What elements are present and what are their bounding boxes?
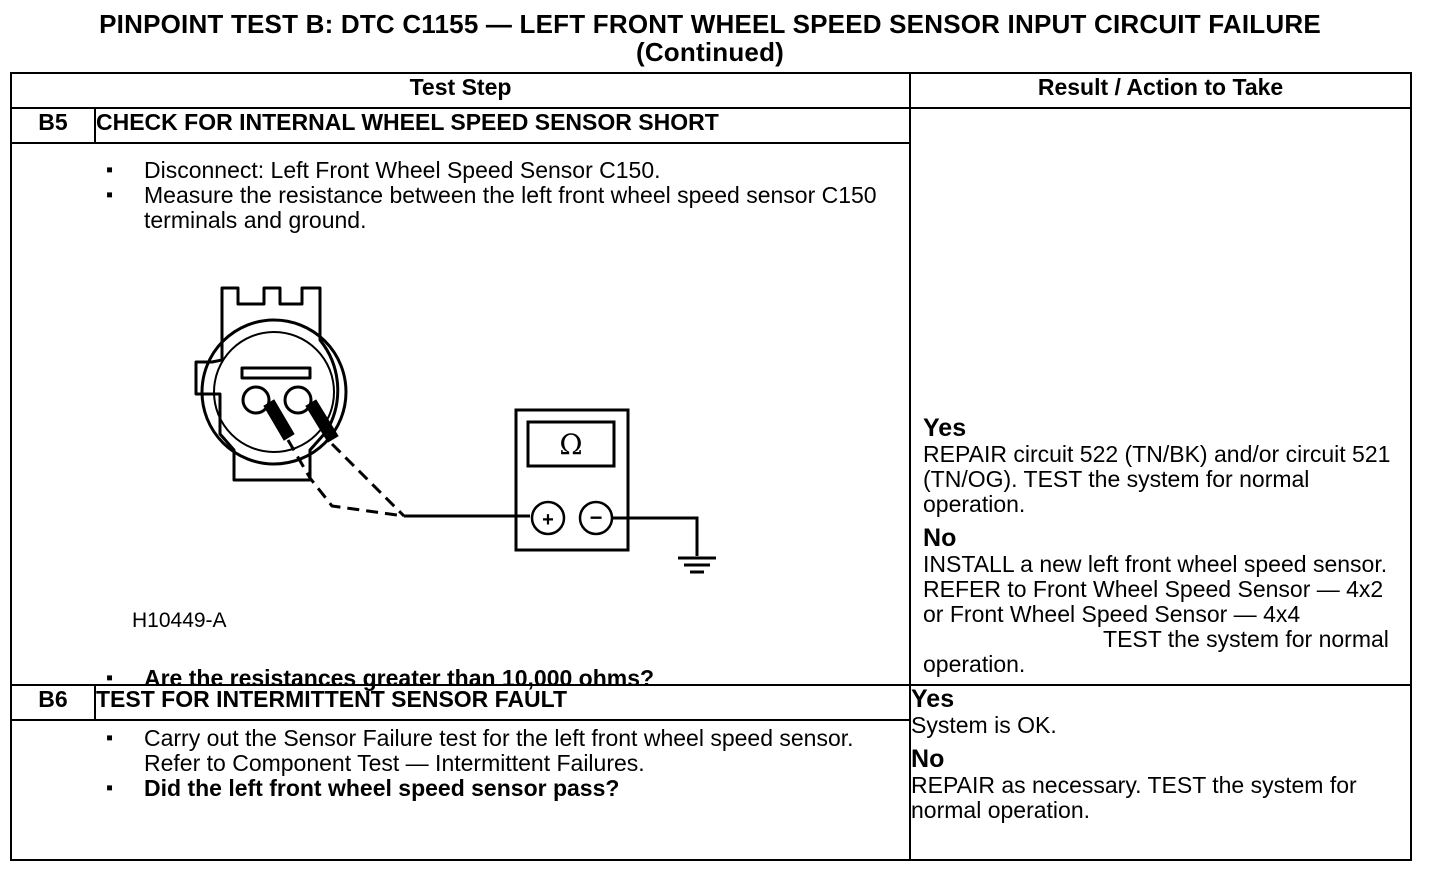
sensor-ohmmeter-diagram: Ω + − xyxy=(194,286,716,574)
page-title: PINPOINT TEST B: DTC C1155 — LEFT FRONT … xyxy=(10,10,1410,66)
terminal-1 xyxy=(241,385,271,415)
result-yes-label: Yes xyxy=(911,685,955,713)
question-list: ▪Are the resistances greater than 10,000… xyxy=(12,666,909,691)
result-header: Result / Action to Take xyxy=(909,72,1413,109)
list-item: ▪Measure the resistance between the left… xyxy=(106,182,877,233)
step-b5-body-row: ▪Disconnect: Left Front Wheel Speed Sens… xyxy=(9,142,1411,691)
pinpoint-test-table: Test Step Result / Action to Take B5 CHE… xyxy=(9,72,1413,861)
title-line-2: (Continued) xyxy=(635,37,785,67)
result-yes-text: REPAIR circuit 522 (TN/BK) and/or circui… xyxy=(923,441,1391,517)
result-no-text: INSTALL a new left front wheel speed sen… xyxy=(923,552,1402,677)
step-b6-title-row: B6 TEST FOR INTERMITTENT SENSOR FAULT Ye… xyxy=(10,684,1413,861)
meter-plus-terminal xyxy=(530,500,566,536)
probe-lead-2 xyxy=(330,442,406,518)
figure-id: H10449-A xyxy=(132,609,227,632)
result-no-text-part1: INSTALL a new left front wheel speed sen… xyxy=(923,551,1388,627)
step-b5-body: ▪Disconnect: Left Front Wheel Speed Sens… xyxy=(9,142,912,691)
ohm-symbol-icon: Ω xyxy=(559,428,582,461)
list-item: ▪Did the left front wheel speed sensor p… xyxy=(106,775,620,801)
list-item: ▪Disconnect: Left Front Wheel Speed Sens… xyxy=(106,157,661,183)
connector-housing xyxy=(194,286,340,482)
list-item: ▪Carry out the Sensor Failure test for t… xyxy=(106,725,854,776)
result-yes-label: Yes xyxy=(923,414,967,442)
result-no-label: No xyxy=(911,745,945,773)
test-step-header: Test Step xyxy=(9,72,912,109)
multimeter-body xyxy=(514,408,630,552)
step-b5-title-row: B5 CHECK FOR INTERNAL WHEEL SPEED SENSOR… xyxy=(10,107,1413,686)
connector-face-inner xyxy=(213,331,335,453)
step-id: B5 xyxy=(10,107,96,144)
step-id: B6 xyxy=(10,684,96,721)
result-yes-text: System is OK. xyxy=(911,712,1057,738)
step-b6-body-row: ▪Carry out the Sensor Failure test for t… xyxy=(9,719,1411,861)
list-item: ▪Are the resistances greater than 10,000… xyxy=(106,665,655,691)
plus-sign: + xyxy=(542,509,554,531)
instruction-list: ▪Disconnect: Left Front Wheel Speed Sens… xyxy=(12,158,909,233)
step-title: TEST FOR INTERMITTENT SENSOR FAULT xyxy=(93,684,912,721)
minus-sign: − xyxy=(590,505,603,530)
step-b5-result: Yes REPAIR circuit 522 (TN/BK) and/or ci… xyxy=(909,107,1413,686)
ground-lead xyxy=(612,516,699,556)
connector-face-outer xyxy=(200,318,348,466)
terminal-2 xyxy=(283,385,313,415)
connector-key xyxy=(240,366,312,380)
table-header-row: Test Step Result / Action to Take xyxy=(9,72,1413,109)
instruction-list: ▪Carry out the Sensor Failure test for t… xyxy=(12,721,909,801)
probe-1 xyxy=(263,399,295,441)
result-no-text: REPAIR as necessary. TEST the system for… xyxy=(911,772,1357,823)
step-b6-result: Yes System is OK. No REPAIR as necessary… xyxy=(909,684,1413,861)
step-b6-body: ▪Carry out the Sensor Failure test for t… xyxy=(9,719,912,861)
probe-lead-1 xyxy=(286,439,405,518)
probe-2 xyxy=(305,399,339,443)
title-line-1: PINPOINT TEST B: DTC C1155 — LEFT FRONT … xyxy=(99,9,1321,39)
multimeter-display xyxy=(526,420,616,468)
step-title: CHECK FOR INTERNAL WHEEL SPEED SENSOR SH… xyxy=(93,107,912,144)
result-no-text-part2: TEST the system for normal operation. xyxy=(923,626,1389,677)
result-no-label: No xyxy=(923,524,957,552)
